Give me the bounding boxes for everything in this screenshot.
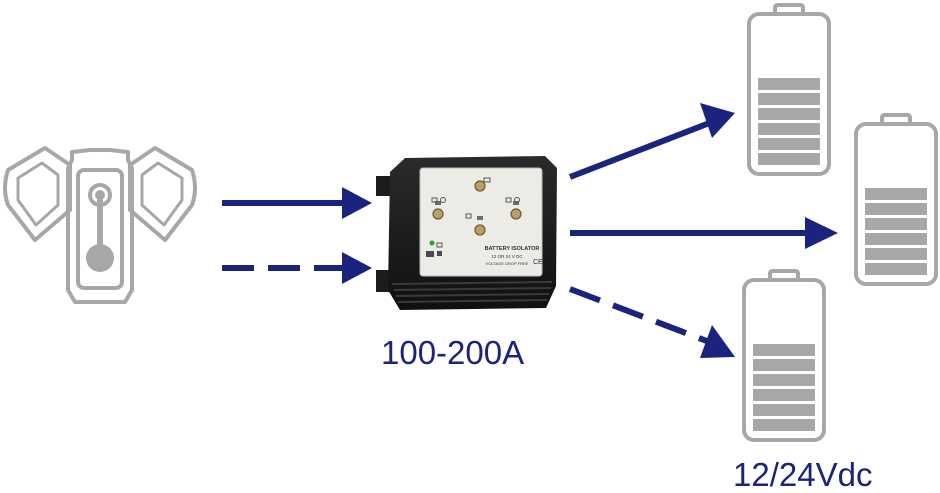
battery-charge-bar	[758, 108, 820, 120]
fuse-slot	[426, 251, 434, 257]
battery-middle	[854, 113, 938, 286]
input-arrow-dashed	[222, 252, 372, 284]
battery-charge-bar	[753, 404, 815, 416]
isolator-subtitle: 12 OR 24 V DC	[491, 254, 523, 259]
batteries-group	[742, 3, 938, 442]
status-led	[429, 240, 435, 246]
isolator-note: VOLTAGE DROP FREE	[486, 261, 529, 266]
battery-charge-bar	[758, 153, 820, 165]
engine-icon	[3, 146, 197, 304]
battery-charge-bar	[865, 203, 927, 215]
battery-terminal-cap	[880, 113, 912, 124]
battery-charge-bar	[753, 419, 815, 431]
battery-charge-bar	[753, 374, 815, 386]
output-arrow-middle	[570, 217, 838, 249]
output-arrow-top	[568, 103, 735, 180]
battery-icon	[742, 278, 826, 442]
battery-charge-bar	[865, 248, 927, 260]
battery-bottom	[742, 269, 826, 442]
isolator-panel	[419, 167, 543, 277]
terminal-stud	[474, 180, 486, 192]
battery-charge-bar	[758, 123, 820, 135]
battery-charge-bar	[865, 218, 927, 230]
voltage-label: 12/24Vdc	[733, 456, 873, 493]
output-arrow-bottom-dashed	[568, 286, 735, 358]
input-arrow-solid	[222, 187, 372, 219]
battery-icon	[854, 122, 938, 286]
isolator-title: BATTERY ISOLATOR	[485, 246, 540, 252]
terminal-stud	[510, 208, 522, 220]
battery-charge-bar	[865, 233, 927, 245]
battery-charge-bar	[753, 389, 815, 401]
terminal-stud	[474, 224, 486, 236]
battery-icon	[747, 12, 831, 176]
battery-charge-bar	[758, 138, 820, 150]
battery-terminal-cap	[773, 3, 805, 14]
current-rating-label: 100-200A	[381, 334, 525, 371]
battery-top	[747, 3, 831, 176]
battery-charge-bar	[753, 344, 815, 356]
battery-isolator-device: BATTERY ISOLATOR 12 OR 24 V DC VOLTAGE D…	[376, 156, 557, 310]
terminal-stud	[432, 208, 444, 220]
ce-mark: CE	[533, 259, 543, 266]
battery-charge-bar	[758, 78, 820, 90]
battery-charge-bar	[753, 359, 815, 371]
battery-charge-bar	[865, 188, 927, 200]
battery-terminal-cap	[768, 269, 800, 280]
battery-charge-bar	[758, 93, 820, 105]
battery-charge-bar	[865, 263, 927, 275]
